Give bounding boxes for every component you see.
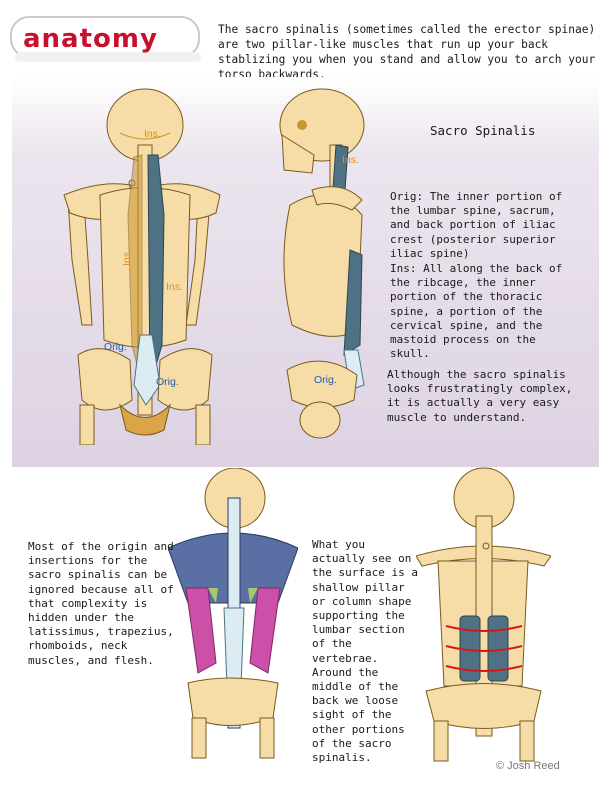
logo-text: anatomy [23, 24, 158, 54]
insertion-text: Ins: All along the back of the ribcage, … [390, 262, 563, 361]
label-orig-side: Orig. [314, 374, 337, 386]
bottom-left-text: Most of the origin and insertions for th… [28, 540, 174, 667]
label-ins-side: Ins. [342, 154, 359, 166]
panel-title: Sacro Spinalis [430, 123, 536, 138]
copyright: © Josh Reed [496, 760, 560, 772]
bottom-middle-text: What you actually see on the surface is … [312, 538, 418, 765]
anatomy-logo: anatomy [10, 16, 201, 62]
label-orig-2: Orig. [156, 376, 179, 388]
note-text: Although the sacro spinalis looks frustr… [387, 368, 573, 424]
label-orig-1: Orig. [104, 341, 127, 353]
label-ins-1: Ins. [144, 128, 161, 140]
figure-surface-muscles [168, 468, 298, 759]
intro-text: The sacro spinalis (sometimes called the… [218, 23, 596, 81]
figure-side-view: Ins. Orig. [279, 88, 365, 439]
label-ins-3: Ins. [166, 281, 183, 293]
figure-back-view: Ins. Ins. Ins. Orig. Orig. [63, 88, 221, 445]
origin-text: Orig: The inner portion of the lumbar sp… [390, 190, 563, 260]
figure-pillar-shape [416, 467, 551, 762]
label-ins-2: Ins. [121, 249, 133, 266]
